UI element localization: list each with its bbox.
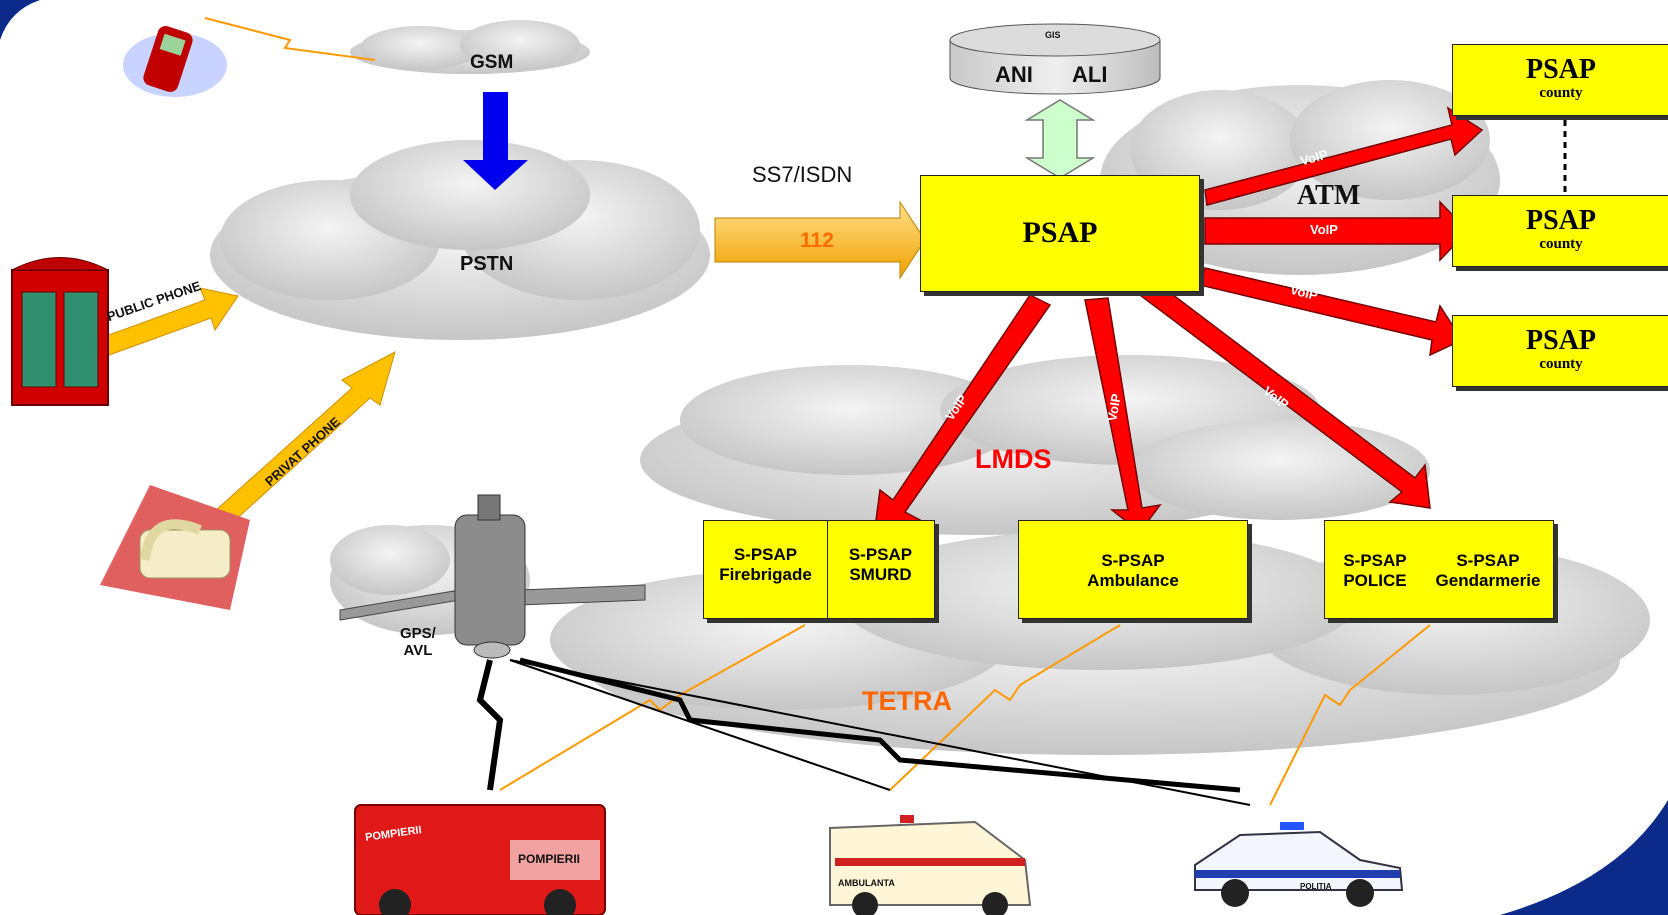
spsap-firebrigade-line1: S-PSAP bbox=[733, 545, 798, 564]
county-psap-1-title: PSAP bbox=[1526, 54, 1596, 85]
mobile-phone-icon bbox=[123, 26, 227, 97]
gis-database bbox=[949, 23, 1161, 95]
gps-links bbox=[476, 659, 504, 791]
spsap-police-line2: POLICE bbox=[1343, 571, 1407, 590]
gps-link-zigzag bbox=[519, 657, 1241, 793]
county-psap-2[interactable]: PSAP county bbox=[1452, 195, 1668, 267]
gsm-cloud bbox=[350, 20, 590, 74]
ali-label: ALI bbox=[1072, 62, 1108, 87]
spsap-ambulance-box[interactable]: S-PSAP Ambulance bbox=[1018, 520, 1248, 619]
fire-truck-label-2: POMPIERII bbox=[518, 852, 581, 866]
spsap-police-gendarmerie-box[interactable]: S-PSAP POLICE S-PSAP Gendarmerie bbox=[1324, 520, 1554, 619]
ambulance-icon bbox=[829, 815, 1032, 915]
satellite-icon bbox=[339, 494, 646, 659]
gsm-label: GSM bbox=[470, 52, 514, 73]
spsap-ambulance: S-PSAP Ambulance bbox=[1019, 551, 1247, 591]
number-112-label: 112 bbox=[800, 229, 834, 252]
gis-label: GIS bbox=[1045, 30, 1061, 40]
spsap-fire-smurd-box[interactable]: S-PSAP Firebrigade S-PSAP SMURD bbox=[703, 520, 935, 619]
county-psap-2-sub: county bbox=[1539, 236, 1583, 252]
main-psap-title: PSAP bbox=[1022, 216, 1098, 249]
gsm-to-pstn-arrow bbox=[463, 92, 528, 190]
voip-arrow-county-3 bbox=[1199, 267, 1464, 357]
spsap-firebrigade-line2: Firebrigade bbox=[719, 565, 812, 584]
voip-label-county-2: VoIP bbox=[1310, 222, 1338, 237]
arrow-112 bbox=[714, 200, 926, 280]
privat-phone-arrow bbox=[204, 351, 396, 533]
police-label: POLITIA bbox=[1300, 882, 1332, 891]
ambulance-label: AMBULANTA bbox=[838, 878, 895, 888]
spsap-smurd-line1: S-PSAP bbox=[848, 545, 913, 564]
desk-phone-icon bbox=[100, 485, 250, 610]
main-psap-box[interactable]: PSAP bbox=[920, 175, 1200, 292]
police-car-icon bbox=[1194, 822, 1404, 907]
spsap-ambulance-line2: Ambulance bbox=[1087, 571, 1179, 590]
pstn-cloud bbox=[210, 140, 710, 340]
spsap-firebrigade: S-PSAP Firebrigade bbox=[704, 545, 827, 585]
county-psap-3-title: PSAP bbox=[1526, 325, 1596, 356]
county-psap-1-sub: county bbox=[1539, 85, 1583, 101]
mobile-radio-link bbox=[204, 17, 376, 61]
spsap-gendarmerie-line1: S-PSAP bbox=[1456, 551, 1520, 570]
spsap-smurd-line2: SMURD bbox=[849, 565, 912, 584]
tetra-label: TETRA bbox=[862, 686, 952, 716]
spsap-gendarmerie-line2: Gendarmerie bbox=[1435, 571, 1541, 590]
voip-arrow-police bbox=[1138, 284, 1431, 509]
county-psap-2-title: PSAP bbox=[1526, 205, 1596, 236]
spsap-smurd: S-PSAP SMURD bbox=[827, 545, 934, 585]
pstn-label: PSTN bbox=[460, 253, 514, 275]
ss7-isdn-label: SS7/ISDN bbox=[752, 162, 853, 187]
county-psap-3[interactable]: PSAP county bbox=[1452, 315, 1668, 387]
gps-avl-line2: AVL bbox=[403, 642, 433, 659]
fire-truck-icon bbox=[354, 804, 606, 915]
spsap-police-line1: S-PSAP bbox=[1343, 551, 1407, 570]
voip-arrows bbox=[874, 106, 1484, 534]
db-bidirectional-arrow bbox=[1024, 99, 1096, 179]
public-phone-arrow bbox=[94, 287, 239, 359]
spsap-police: S-PSAP POLICE bbox=[1325, 551, 1425, 591]
atm-label: ATM bbox=[1297, 180, 1361, 211]
corner-decoration-bottom-right bbox=[1500, 800, 1668, 915]
corner-decoration-top-left bbox=[0, 0, 40, 40]
gps-avl-label: GPS/ AVL bbox=[400, 625, 436, 659]
county-psap-1[interactable]: PSAP county bbox=[1452, 44, 1668, 116]
phone-booth-icon bbox=[11, 257, 109, 406]
spsap-ambulance-line1: S-PSAP bbox=[1101, 551, 1165, 570]
spsap-divider bbox=[827, 521, 828, 618]
voip-arrow-county-1 bbox=[1204, 106, 1484, 206]
lmds-label: LMDS bbox=[975, 444, 1052, 474]
voip-arrow-ambulance bbox=[1084, 297, 1162, 534]
tetra-radio-links bbox=[499, 624, 1431, 806]
county-psap-3-sub: county bbox=[1539, 356, 1583, 372]
gps-avl-line1: GPS/ bbox=[400, 625, 436, 642]
ani-label: ANI bbox=[995, 62, 1033, 87]
spsap-gendarmerie: S-PSAP Gendarmerie bbox=[1423, 551, 1553, 591]
